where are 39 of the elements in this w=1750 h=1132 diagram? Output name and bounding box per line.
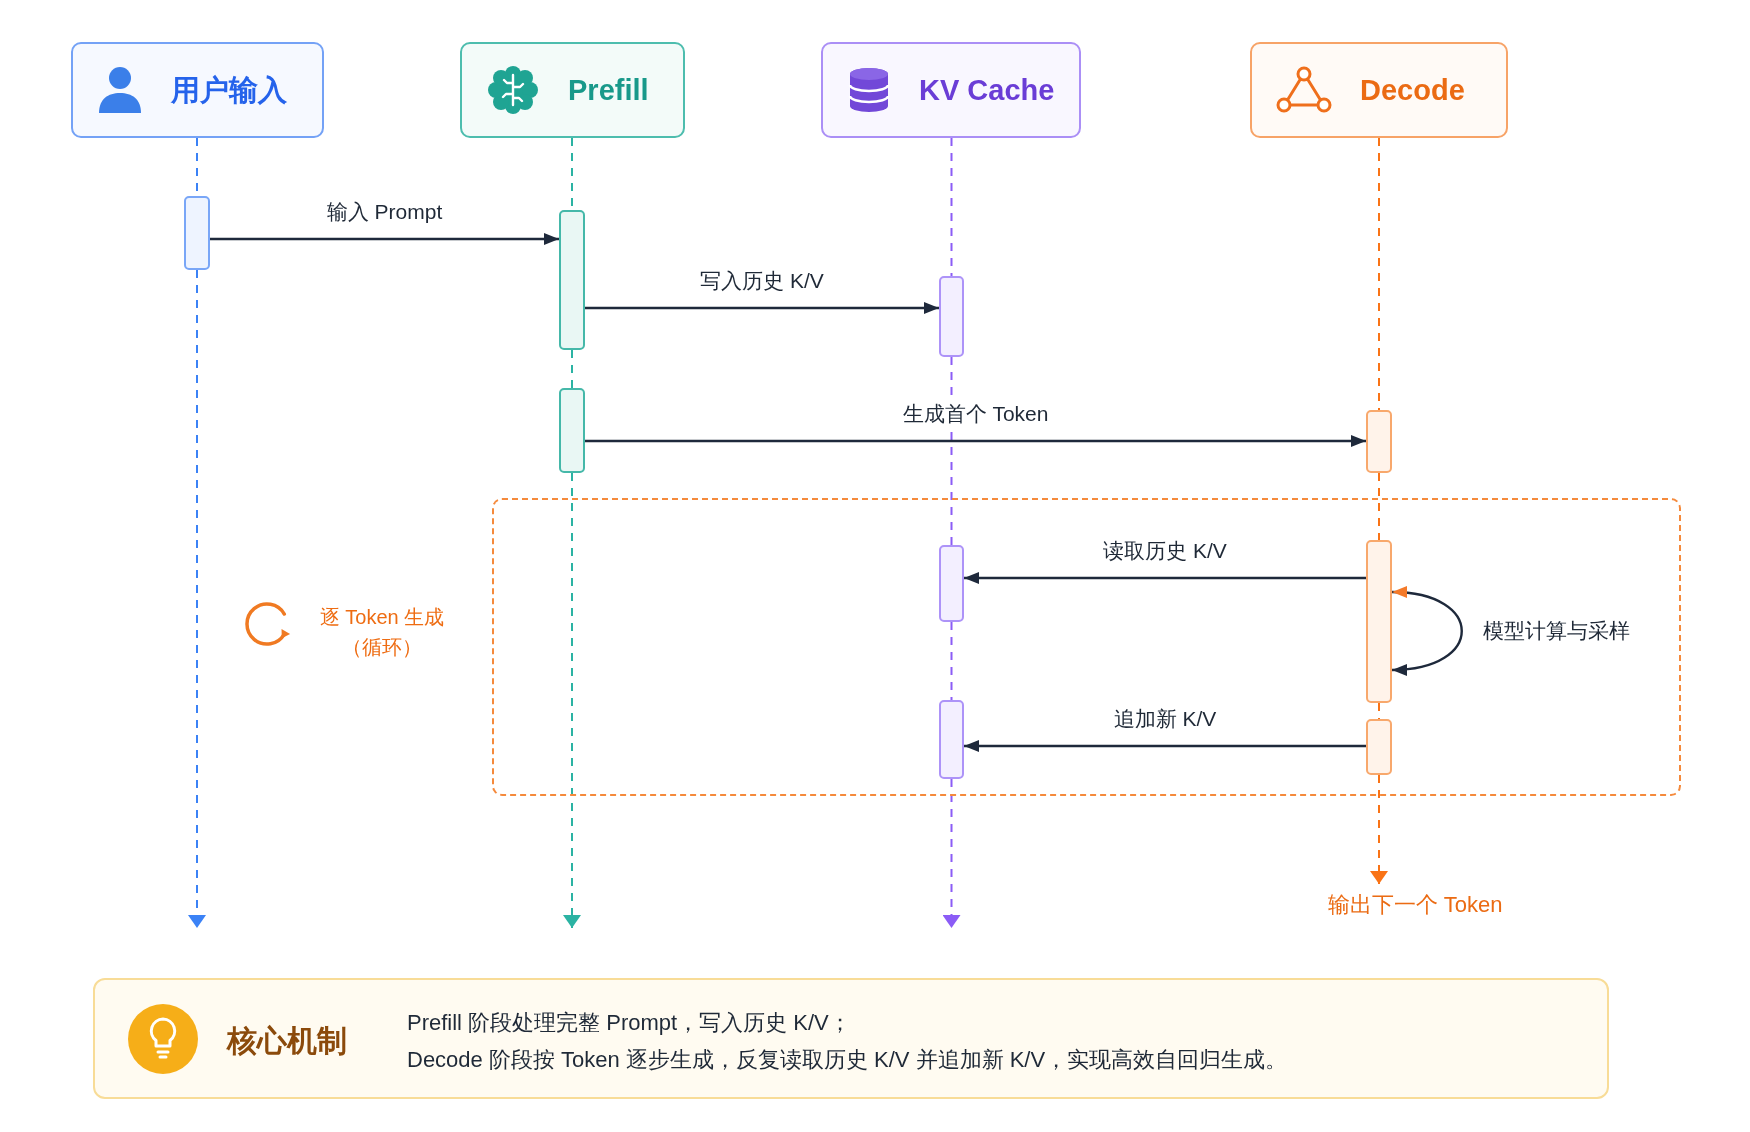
activation-bar [559,388,585,473]
participant-name: Decode [1360,73,1465,108]
message-arrow [585,435,1366,447]
participant-name: 用户输入 [171,73,287,108]
self-loop-arrow [1391,586,1463,676]
lifeline [1378,702,1380,720]
message-arrow [585,302,939,314]
note-heading: 核心机制 [227,1023,347,1059]
participant-box [1250,42,1508,138]
participant-box [71,42,324,138]
lifeline [571,349,573,389]
activation-bar [939,545,964,622]
output-label: 输出下一个 Token [1290,884,1540,926]
activation-bar [939,700,964,779]
activation-bar [1366,410,1392,473]
lifeline [1372,774,1386,885]
participant-name: Prefill [568,73,649,108]
note-box [93,978,1609,1099]
lifeline [950,621,953,701]
activation-bar [1366,719,1392,775]
lifeline [1378,137,1380,411]
lifeline [1378,472,1380,541]
lifeline [190,269,204,929]
lifeline [945,778,958,929]
loop-label: 逐 Token 生成（循环） [318,605,446,660]
message-arrow [964,740,1366,752]
message-arrow [964,572,1366,584]
note-text: Decode 阶段按 Token 逐步生成，反复读取历史 K/V 并追加新 K/V，实现高效自回归生成。 [407,1046,1288,1074]
activation-bar [184,196,210,270]
activation-bar [559,210,585,350]
message-arrow [210,233,559,245]
lifeline [565,472,579,929]
activation-bar [939,276,964,357]
participant-box [460,42,685,138]
lifeline [950,137,953,277]
participant-name: KV Cache [919,73,1055,108]
participant-box [821,42,1081,138]
note-text: Prefill 阶段处理完整 Prompt，写入历史 K/V； [407,1009,851,1037]
activation-bar [1366,540,1392,703]
